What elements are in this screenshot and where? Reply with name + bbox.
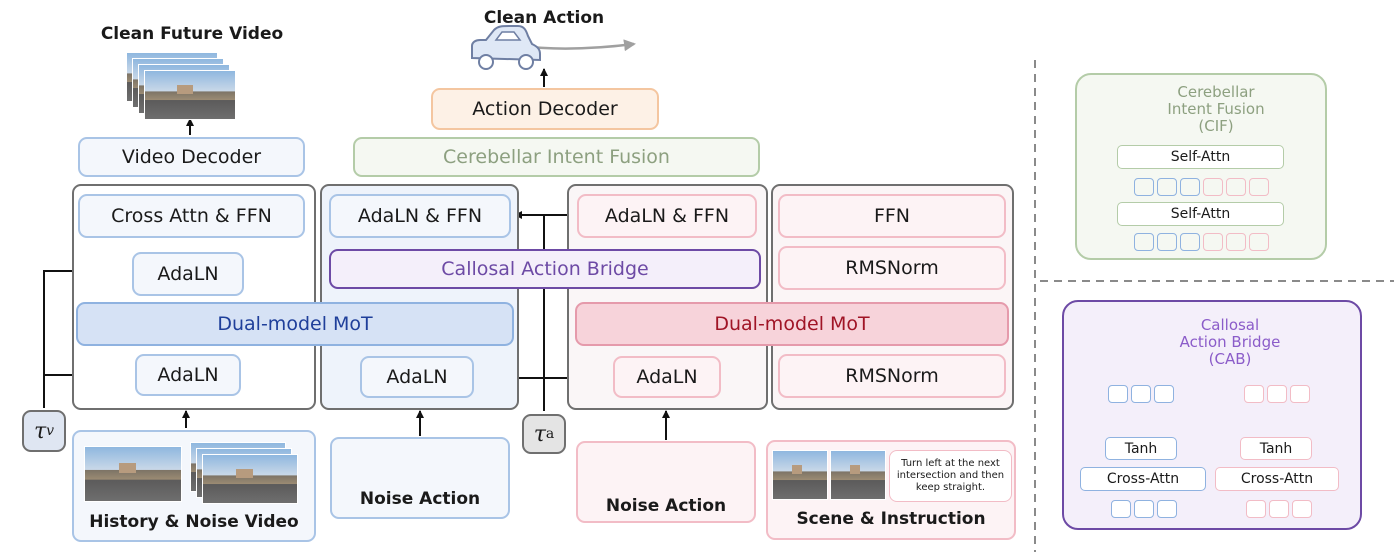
- history-video-frame: [84, 446, 182, 502]
- cerebellar-intent-fusion: Cerebellar Intent Fusion: [353, 137, 760, 177]
- cif-token-blue-2a: [1134, 233, 1154, 251]
- adaln-ffn-left: AdaLN & FFN: [329, 194, 511, 238]
- cab-tanh-right: Tanh: [1240, 437, 1312, 460]
- video-decoder: Video Decoder: [78, 137, 305, 177]
- cab-title-line1: Callosal: [1200, 316, 1260, 334]
- adaln-bottom-right: AdaLN: [613, 356, 721, 398]
- input-noise-action-left: [330, 437, 510, 519]
- noise-action-left-label: Noise Action: [359, 489, 481, 509]
- tau-v-letter: τ: [33, 418, 47, 444]
- input-noise-action-right: [576, 441, 756, 523]
- adaln-bottom-mid: AdaLN: [360, 356, 474, 398]
- cab-token-pink-bottom-b: [1269, 500, 1289, 518]
- cif-token-blue-1b: [1157, 178, 1177, 196]
- cif-title-line1: Cerebellar: [1177, 83, 1255, 101]
- cab-token-blue-bottom-c: [1157, 500, 1177, 518]
- cif-token-blue-2c: [1180, 233, 1200, 251]
- scene-instruction-label: Scene & Instruction: [796, 509, 986, 529]
- cab-token-blue-bottom-a: [1111, 500, 1131, 518]
- rmsnorm-bottom: RMSNorm: [778, 354, 1006, 398]
- cif-self-attn-1: Self-Attn: [1117, 145, 1284, 169]
- tau-v-subscript: v: [46, 423, 55, 439]
- cab-token-pink-top-b: [1267, 385, 1287, 403]
- cab-tanh-left: Tanh: [1105, 437, 1177, 460]
- cab-token-pink-bottom-a: [1246, 500, 1266, 518]
- scene-frame-2: [830, 450, 886, 500]
- cab-cross-attn-right: Cross-Attn: [1215, 467, 1339, 491]
- cif-token-pink-1c: [1249, 178, 1269, 196]
- cab-cross-attn-left: Cross-Attn: [1080, 467, 1206, 491]
- cab-title-line2: Action Bridge: [1179, 333, 1281, 351]
- cab-token-pink-top-c: [1290, 385, 1310, 403]
- callosal-action-bridge: Callosal Action Bridge: [329, 249, 761, 289]
- noise-action-right-label: Noise Action: [605, 496, 727, 516]
- adaln-ffn-right: AdaLN & FFN: [577, 194, 757, 238]
- rmsnorm-top: RMSNorm: [778, 246, 1006, 290]
- tau-a-letter: τ: [533, 421, 546, 447]
- cif-token-blue-1c: [1180, 178, 1200, 196]
- cif-token-blue-2b: [1157, 233, 1177, 251]
- cab-title-line3: (CAB): [1208, 350, 1252, 368]
- cif-token-pink-1b: [1226, 178, 1246, 196]
- cross-attn-ffn: Cross Attn & FFN: [78, 194, 305, 238]
- instruction-bubble: Turn left at the next intersection and t…: [889, 450, 1012, 502]
- dual-model-mot-left: Dual-model MoT: [76, 302, 514, 346]
- cab-panel: [1062, 300, 1362, 530]
- cif-token-pink-2c: [1249, 233, 1269, 251]
- ffn: FFN: [778, 194, 1006, 238]
- cab-token-blue-top-a: [1108, 385, 1128, 403]
- action-decoder: Action Decoder: [431, 88, 659, 130]
- cif-title-line2: Intent Fusion: [1167, 100, 1265, 118]
- cab-token-pink-bottom-c: [1292, 500, 1312, 518]
- instruction-text: Turn left at the next intersection and t…: [896, 458, 1005, 493]
- cab-token-blue-bottom-b: [1134, 500, 1154, 518]
- tau-a-subscript: a: [545, 426, 555, 442]
- future-video-frame-1: [144, 70, 236, 120]
- cab-token-blue-top-c: [1154, 385, 1174, 403]
- clean-action-title: Clean Action: [483, 8, 605, 28]
- car-icon: [471, 25, 541, 70]
- scene-frame-1: [772, 450, 828, 500]
- history-noise-video-label: History & Noise Video: [89, 512, 299, 532]
- cif-token-pink-2a: [1203, 233, 1223, 251]
- clean-future-video-title: Clean Future Video: [100, 24, 284, 44]
- adaln-bottom-left: AdaLN: [135, 354, 241, 396]
- adaln-top: AdaLN: [132, 252, 244, 296]
- cif-self-attn-2: Self-Attn: [1117, 202, 1284, 226]
- cab-token-blue-top-b: [1131, 385, 1151, 403]
- noise-video-frame-2: [202, 454, 298, 504]
- cif-token-pink-2b: [1226, 233, 1246, 251]
- cif-title-line3: (CIF): [1198, 117, 1234, 135]
- cif-token-blue-1a: [1134, 178, 1154, 196]
- cab-token-pink-top-a: [1244, 385, 1264, 403]
- dual-model-mot-right: Dual-model MoT: [575, 302, 1009, 346]
- cif-token-pink-1a: [1203, 178, 1223, 196]
